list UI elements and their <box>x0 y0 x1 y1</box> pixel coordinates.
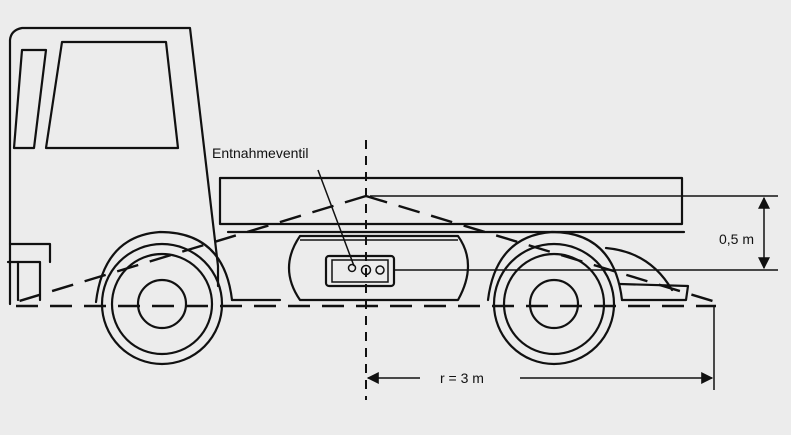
truck-cab <box>6 26 220 306</box>
valve-port-icon <box>375 265 385 275</box>
cab-front-window <box>44 40 180 150</box>
gas-tank <box>288 234 469 302</box>
cab-side-window <box>12 48 48 150</box>
front-wheel <box>100 242 224 366</box>
chassis <box>94 230 690 304</box>
height-dimension <box>370 195 778 271</box>
valve-port-icon <box>347 263 357 273</box>
cargo-bed <box>218 176 686 234</box>
valve-leader-line <box>317 169 355 267</box>
valve-label: Entnahmeventil <box>212 145 309 161</box>
height-label: 0,5 m <box>719 231 754 247</box>
radius-dimension <box>366 306 715 390</box>
rear-wheel <box>492 242 616 366</box>
radius-label: r = 3 m <box>440 370 484 386</box>
valve-box <box>324 254 396 288</box>
